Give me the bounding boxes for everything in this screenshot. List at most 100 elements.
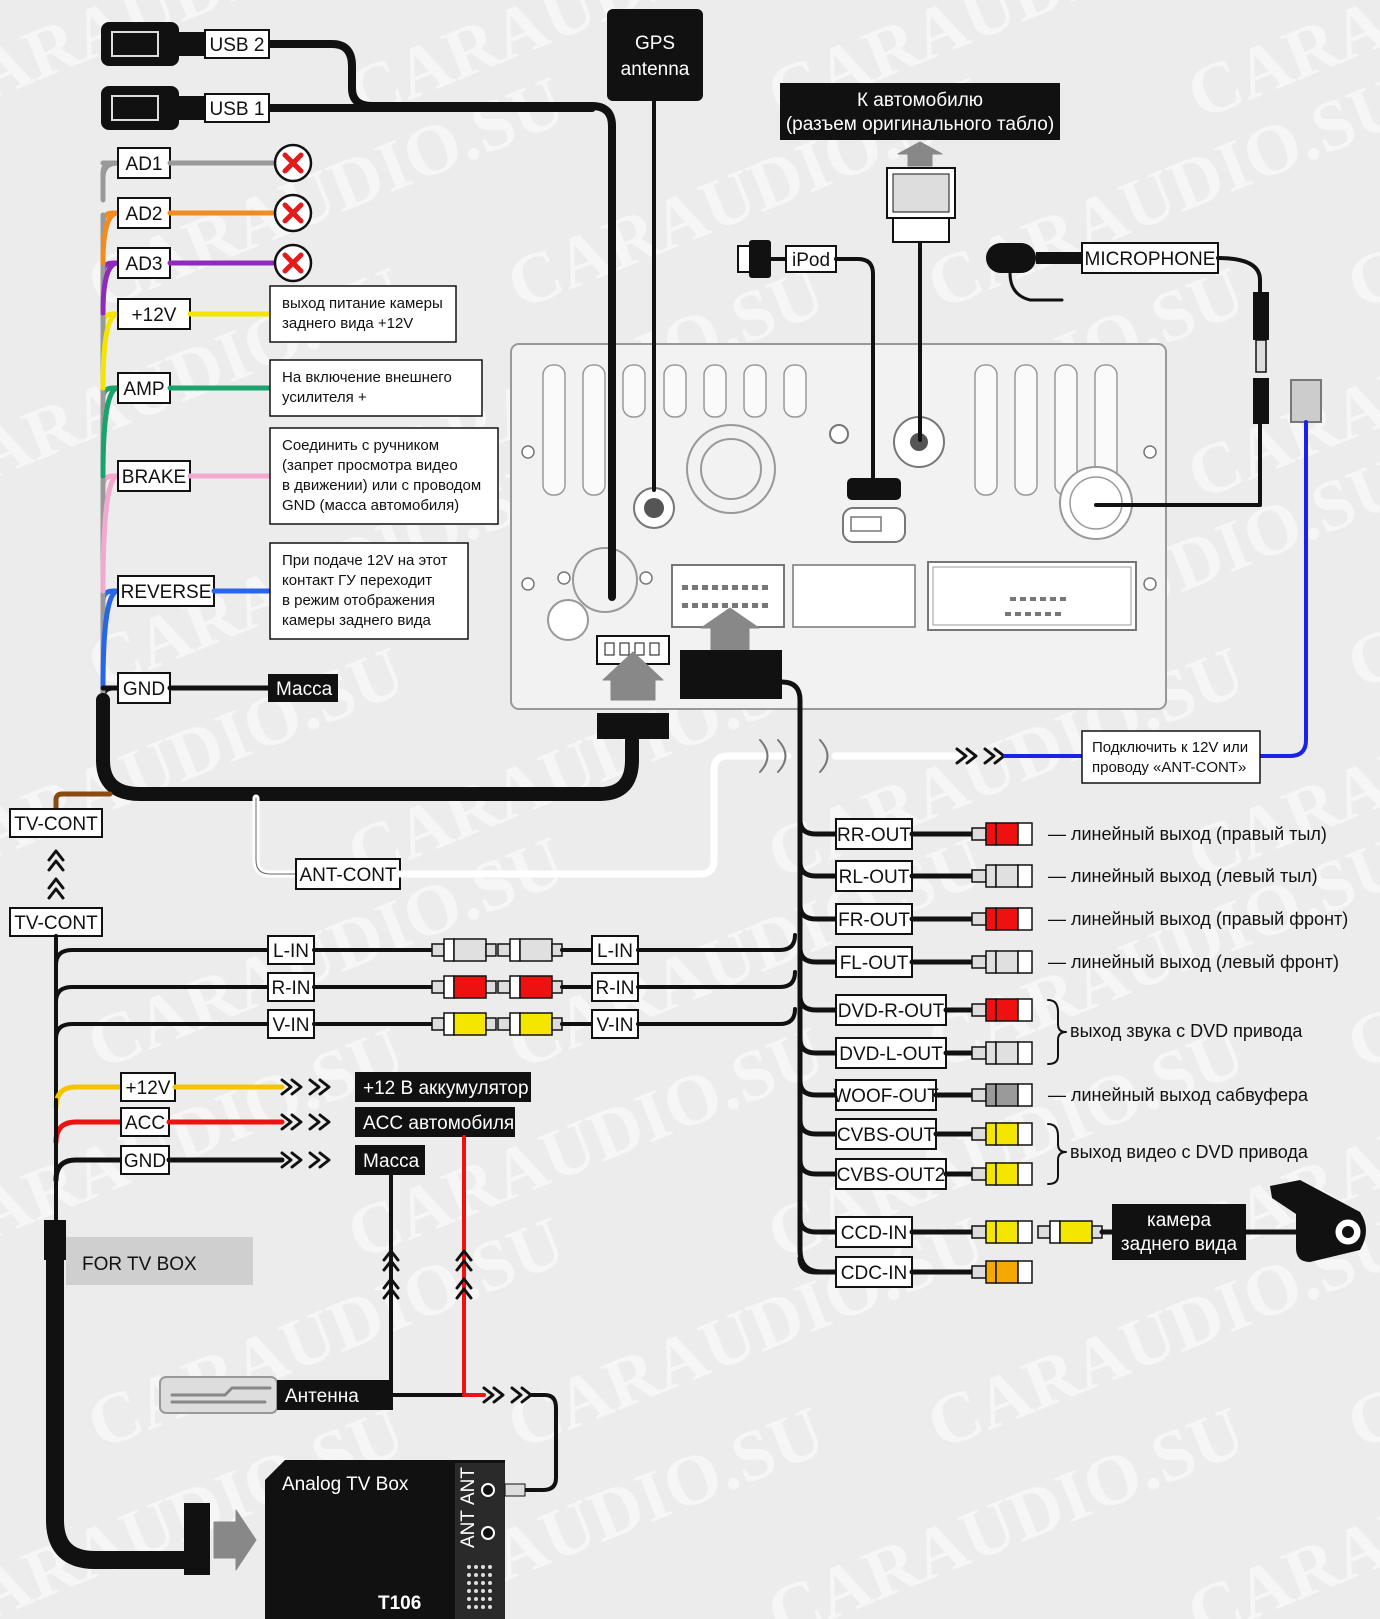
gnd2-wire xyxy=(53,1157,124,1183)
brake-wire xyxy=(100,473,121,594)
ad3-label-box xyxy=(117,247,171,279)
pin xyxy=(1025,612,1031,616)
pin xyxy=(604,642,615,656)
vent-dot xyxy=(474,1597,478,1601)
double-arrow-up-icon xyxy=(455,1249,473,1272)
rca-tip xyxy=(971,912,987,926)
antenna-plug xyxy=(504,1483,526,1497)
pin xyxy=(1055,612,1061,616)
gps-antenna-box xyxy=(607,9,703,101)
rlout-label-box xyxy=(835,860,913,892)
connector-main-inner xyxy=(932,566,1132,626)
vent-dot xyxy=(488,1565,492,1569)
gnd-target-box xyxy=(268,674,338,702)
pw12-target-box xyxy=(355,1072,531,1102)
gps-label: GPS xyxy=(635,33,675,54)
pin xyxy=(1060,597,1066,601)
dvdl-label: DVD-L-OUT xyxy=(839,1044,943,1065)
tv-box-model: T106 xyxy=(378,1593,421,1614)
reverse-note-line: в режим отображения xyxy=(282,592,435,609)
rca-end xyxy=(1017,1122,1033,1146)
brake-note-line: в движении) или с проводом xyxy=(282,477,481,494)
rca-end xyxy=(485,1017,497,1031)
ad3-label: AD3 xyxy=(126,254,163,275)
vent-dot xyxy=(481,1565,485,1569)
rca-end xyxy=(485,943,497,957)
camera-label: заднего вида xyxy=(1121,1234,1238,1255)
vin-wire xyxy=(54,1022,270,1041)
flout-rca-plug xyxy=(971,950,1033,974)
gnd2-label-box xyxy=(120,1145,170,1175)
p12-label: +12V xyxy=(132,305,177,326)
microphone-head xyxy=(986,243,1036,273)
rca-collar xyxy=(985,1220,997,1244)
vent-dot xyxy=(488,1605,492,1609)
p12-note-line: выход питание камеры xyxy=(282,295,443,312)
vent-dot xyxy=(481,1589,485,1593)
vent-dot xyxy=(488,1581,492,1585)
pw12-wire xyxy=(53,1084,124,1110)
rrout-rca-plug xyxy=(971,822,1033,846)
vent-dot xyxy=(474,1573,478,1577)
rca-collar xyxy=(985,950,997,974)
radio-socket xyxy=(572,547,638,613)
vent-dot xyxy=(467,1573,471,1577)
rca-end xyxy=(1017,1260,1033,1284)
double-arrow-icon xyxy=(280,1151,303,1169)
pin xyxy=(692,585,698,590)
dvdl-rca-plug xyxy=(971,1041,1033,1065)
vent-slot xyxy=(663,364,687,418)
ipod-connector xyxy=(749,240,771,278)
cross-icon xyxy=(282,152,304,174)
rca-end xyxy=(1017,864,1033,888)
pin xyxy=(1040,597,1046,601)
rca-collar xyxy=(985,864,997,888)
woof-rca-plug xyxy=(971,1083,1033,1107)
reverse-note-box xyxy=(269,542,469,640)
harness-plug-dark xyxy=(680,650,782,699)
screw-icon xyxy=(557,571,571,585)
ad1-wire xyxy=(100,160,121,181)
reverse-note-line: камеры заднего вида xyxy=(282,612,432,629)
camera-rca-plug xyxy=(1037,1220,1103,1244)
rrout-wire xyxy=(797,817,839,837)
amp-wire xyxy=(100,385,121,479)
vent-dot xyxy=(481,1605,485,1609)
vent-dot xyxy=(474,1605,478,1609)
p12-note-box xyxy=(269,285,457,343)
rca-body xyxy=(453,975,487,999)
flout-wire xyxy=(797,945,839,965)
rca-tip xyxy=(431,980,445,994)
pin xyxy=(732,585,738,590)
pin xyxy=(682,603,688,608)
lin-rca-plug xyxy=(431,938,497,962)
frout-label: FR-OUT xyxy=(838,910,910,931)
rca-body xyxy=(995,907,1019,931)
tv-harness-plug xyxy=(44,1220,66,1260)
woof-label-box xyxy=(835,1079,937,1111)
tv-box-title: Analog TV Box xyxy=(282,1474,409,1495)
rlout-desc: — линейный выход (левый тыл) xyxy=(1048,866,1318,886)
rca-body xyxy=(995,950,1019,974)
flout-label: FL-OUT xyxy=(840,953,909,974)
reverse-label-box xyxy=(117,575,215,607)
cdc-label-box xyxy=(835,1256,913,1288)
rin-label: R-IN xyxy=(271,978,310,999)
vent-slot xyxy=(783,364,807,418)
pin xyxy=(712,603,718,608)
pin xyxy=(634,642,645,656)
rin-label-right: R-IN xyxy=(595,978,634,999)
ccd-rca-plug xyxy=(971,1220,1033,1244)
double-arrow-icon xyxy=(308,1078,331,1096)
plug-arrow-icon xyxy=(700,607,760,651)
pin xyxy=(1020,597,1026,601)
brake-label: BRAKE xyxy=(122,467,186,488)
tv-box-ant-port-2: ANT xyxy=(458,1510,479,1548)
pin xyxy=(1010,597,1016,601)
cvbs-rca-plug xyxy=(971,1122,1033,1146)
rca-end xyxy=(1017,1083,1033,1107)
rrout-label-box xyxy=(835,818,913,850)
usb1-port xyxy=(111,95,159,121)
gnd2-target: Масса xyxy=(363,1151,420,1172)
